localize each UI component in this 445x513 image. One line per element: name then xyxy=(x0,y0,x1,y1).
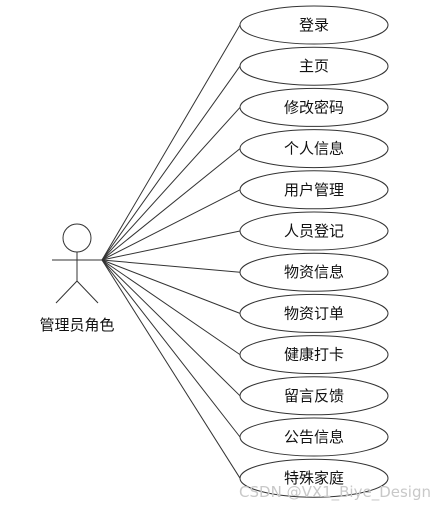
use-case-list: 登录主页修改密码个人信息用户管理人员登记物资信息物资订单健康打卡留言反馈公告信息… xyxy=(239,5,389,498)
use-case-user-management: 用户管理 xyxy=(239,170,389,210)
use-case-ellipse xyxy=(239,252,389,292)
use-case-supplies-info: 物资信息 xyxy=(239,252,389,292)
use-case-health-checkin: 健康打卡 xyxy=(239,335,389,375)
use-case-label: 登录 xyxy=(299,16,329,34)
use-case-label: 留言反馈 xyxy=(284,387,344,405)
use-case-personal-info: 个人信息 xyxy=(239,129,389,169)
use-case-label: 用户管理 xyxy=(284,181,344,199)
association-line-home xyxy=(101,65,241,261)
actor-administrator: 管理员角色 xyxy=(39,223,115,334)
use-case-ellipse xyxy=(239,46,389,86)
association-line-supplies-order xyxy=(101,259,241,314)
use-case-label: 特殊家庭 xyxy=(284,469,344,487)
use-case-feedback: 留言反馈 xyxy=(239,376,389,416)
actor-label: 管理员角色 xyxy=(39,316,114,334)
association-line-health-checkin xyxy=(101,259,241,356)
use-case-ellipse xyxy=(239,211,389,251)
use-case-label: 修改密码 xyxy=(284,98,344,116)
use-case-label: 健康打卡 xyxy=(284,346,344,364)
actor-head xyxy=(62,223,92,253)
use-case-label: 主页 xyxy=(299,57,329,75)
association-line-special-family xyxy=(101,259,241,479)
use-case-label: 物资订单 xyxy=(284,304,344,322)
use-case-change-password: 修改密码 xyxy=(239,87,389,127)
use-case-ellipse xyxy=(239,458,389,498)
use-case-ellipse xyxy=(239,129,389,169)
association-line-announcement xyxy=(101,259,241,438)
association-line-personal-info xyxy=(101,148,241,261)
association-line-login xyxy=(101,24,241,261)
use-case-ellipse xyxy=(239,376,389,416)
use-case-ellipse xyxy=(239,170,389,210)
actor-left-leg xyxy=(55,280,78,304)
use-case-ellipse xyxy=(239,417,389,457)
association-line-supplies-info xyxy=(101,259,241,273)
association-lines xyxy=(101,24,241,479)
use-case-login: 登录 xyxy=(239,5,389,45)
use-case-label: 物资信息 xyxy=(284,263,344,281)
use-case-supplies-order: 物资订单 xyxy=(239,293,389,333)
use-case-ellipse xyxy=(239,293,389,333)
use-case-staff-registration: 人员登记 xyxy=(239,211,389,251)
association-line-user-management xyxy=(101,189,241,261)
actor-right-leg xyxy=(76,280,99,304)
watermark: CSDN @VX1_Biye_Design xyxy=(239,483,431,501)
use-case-special-family: 特殊家庭 xyxy=(239,458,389,498)
use-case-label: 公告信息 xyxy=(284,428,344,446)
use-case-ellipse xyxy=(239,87,389,127)
use-case-label: 人员登记 xyxy=(284,222,344,240)
association-line-feedback xyxy=(101,259,241,397)
use-case-label: 个人信息 xyxy=(284,140,344,158)
use-case-announcement: 公告信息 xyxy=(239,417,389,457)
use-case-ellipse xyxy=(239,5,389,45)
association-line-staff-registration xyxy=(101,230,241,261)
use-case-ellipse xyxy=(239,335,389,375)
association-line-change-password xyxy=(101,107,241,261)
use-case-home: 主页 xyxy=(239,46,389,86)
